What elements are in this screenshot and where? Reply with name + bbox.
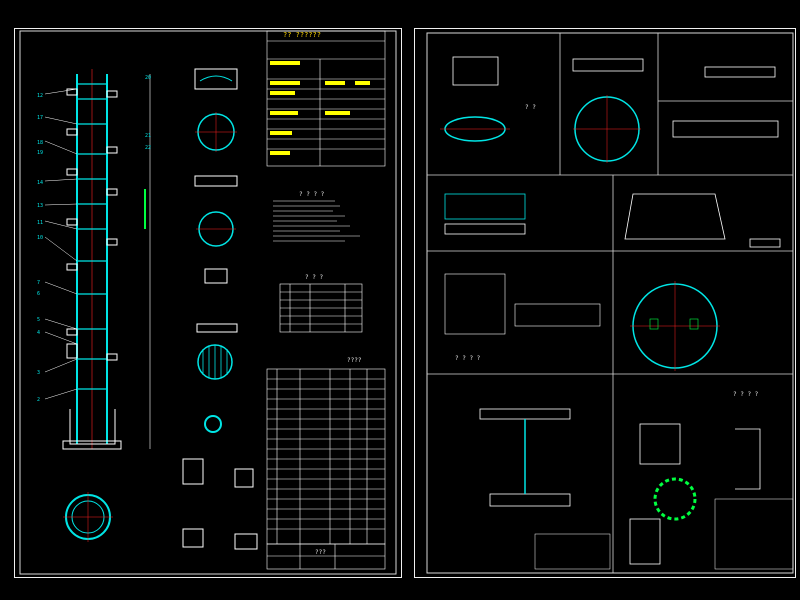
svg-text:3: 3 xyxy=(37,370,40,376)
svg-text:2: 2 xyxy=(37,397,40,403)
column-vessel: 12 17 18 19 14 13 11 10 7 6 5 4 3 2 20 21 22 xyxy=(37,69,151,450)
svg-text:7: 7 xyxy=(37,280,40,286)
nozzle-table xyxy=(279,283,363,333)
detail-views-column xyxy=(182,68,258,550)
title-block xyxy=(266,543,386,570)
svg-text:14: 14 xyxy=(37,180,43,186)
notes-title: ? ? ? ? xyxy=(299,191,325,198)
signature-label: ??? xyxy=(315,549,326,556)
svg-text:5: 5 xyxy=(37,317,40,323)
svg-text:11: 11 xyxy=(37,220,43,226)
left-drawing-sheet: 12 17 18 19 14 13 11 10 7 6 5 4 3 2 20 21 22 xyxy=(14,28,402,578)
detail-label-2: ? ? ? ? xyxy=(455,355,481,362)
base-ring-section xyxy=(63,492,113,542)
notes-lines xyxy=(273,200,360,242)
svg-text:21: 21 xyxy=(145,133,151,139)
svg-text:20: 20 xyxy=(145,75,151,81)
left-sheet-graphics: 12 17 18 19 14 13 11 10 7 6 5 4 3 2 20 21 22 xyxy=(19,30,397,575)
svg-text:13: 13 xyxy=(37,203,43,209)
detail-label-3: ? ? ? ? xyxy=(733,391,759,398)
title-block-header: ?? ?????? xyxy=(283,31,321,39)
design-data-table xyxy=(266,30,386,167)
right-sheet-graphics xyxy=(426,32,794,574)
svg-text:4: 4 xyxy=(37,330,40,336)
svg-text:18: 18 xyxy=(37,140,43,146)
svg-text:17: 17 xyxy=(37,115,43,121)
svg-text:10: 10 xyxy=(37,235,43,241)
parts-list-label: ???? xyxy=(347,357,362,364)
svg-text:6: 6 xyxy=(37,291,40,297)
svg-text:12: 12 xyxy=(37,93,43,99)
svg-text:19: 19 xyxy=(37,150,43,156)
parts-list-table xyxy=(266,368,386,545)
svg-text:22: 22 xyxy=(145,145,151,151)
detail-label-1: ? ? xyxy=(525,104,536,111)
nozzle-table-title: ? ? ? xyxy=(305,274,324,281)
right-drawing-sheet: ? ? ? ? ? ? ? ? ? ? xyxy=(414,28,796,578)
